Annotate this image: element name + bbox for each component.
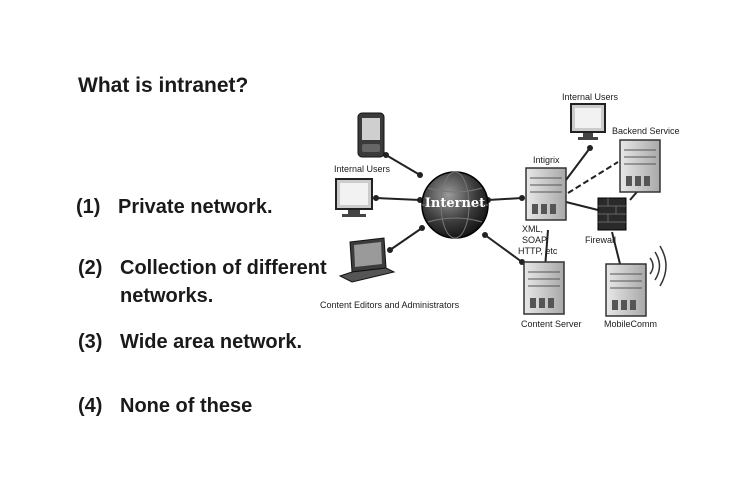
wireless-signal-icon bbox=[649, 245, 667, 287]
pda-icon bbox=[357, 112, 385, 158]
content-editors-label: Content Editors and Administrators bbox=[320, 300, 460, 310]
option-number: (1) bbox=[76, 196, 101, 218]
content-server-icon bbox=[523, 261, 565, 315]
content-server-label: Content Server bbox=[521, 319, 582, 329]
internet-globe-icon bbox=[421, 171, 489, 239]
monitor-icon bbox=[570, 103, 606, 140]
firewall-label: Firewall bbox=[585, 235, 616, 245]
internal-users-left-label: Internal Users bbox=[334, 164, 391, 174]
protocol-label-soap: SOAP, bbox=[522, 235, 548, 245]
internal-users-top-label: Internal Users bbox=[562, 92, 619, 102]
mobilecomm-label: MobileComm bbox=[604, 319, 657, 329]
option-number: (2) bbox=[78, 257, 103, 279]
option-1[interactable]: (1) Private network. bbox=[76, 193, 273, 221]
firewall-icon bbox=[597, 197, 627, 231]
protocol-label-xml: XML, bbox=[522, 224, 543, 234]
option-2[interactable]: (2) Collection of different networks. bbox=[78, 254, 348, 310]
option-text: Collection of different networks. bbox=[120, 257, 327, 307]
intigrix-label: Intigrix bbox=[533, 155, 560, 165]
backend-server-icon bbox=[619, 139, 661, 193]
intigrix-server-icon bbox=[525, 167, 567, 221]
option-text: Private network. bbox=[118, 196, 273, 218]
monitor-icon bbox=[335, 178, 373, 217]
protocol-label-http: HTTP, etc bbox=[518, 246, 558, 256]
internet-label: Internet bbox=[425, 196, 485, 211]
option-number: (4) bbox=[78, 395, 103, 417]
connection-lines bbox=[373, 145, 645, 271]
option-4[interactable]: (4) None of these bbox=[78, 392, 252, 420]
intranet-diagram: Internal Users Content Editors and Admin… bbox=[320, 92, 680, 329]
option-3[interactable]: (3) Wide area network. bbox=[78, 328, 302, 356]
option-text: Wide area network. bbox=[120, 331, 303, 353]
laptop-icon bbox=[338, 237, 396, 283]
backend-services-label: Backend Services bbox=[612, 126, 680, 136]
mobilecomm-server-icon bbox=[605, 263, 647, 317]
option-text: None of these bbox=[120, 395, 253, 417]
option-number: (3) bbox=[78, 331, 103, 353]
question-title: What is intranet? bbox=[78, 74, 249, 97]
